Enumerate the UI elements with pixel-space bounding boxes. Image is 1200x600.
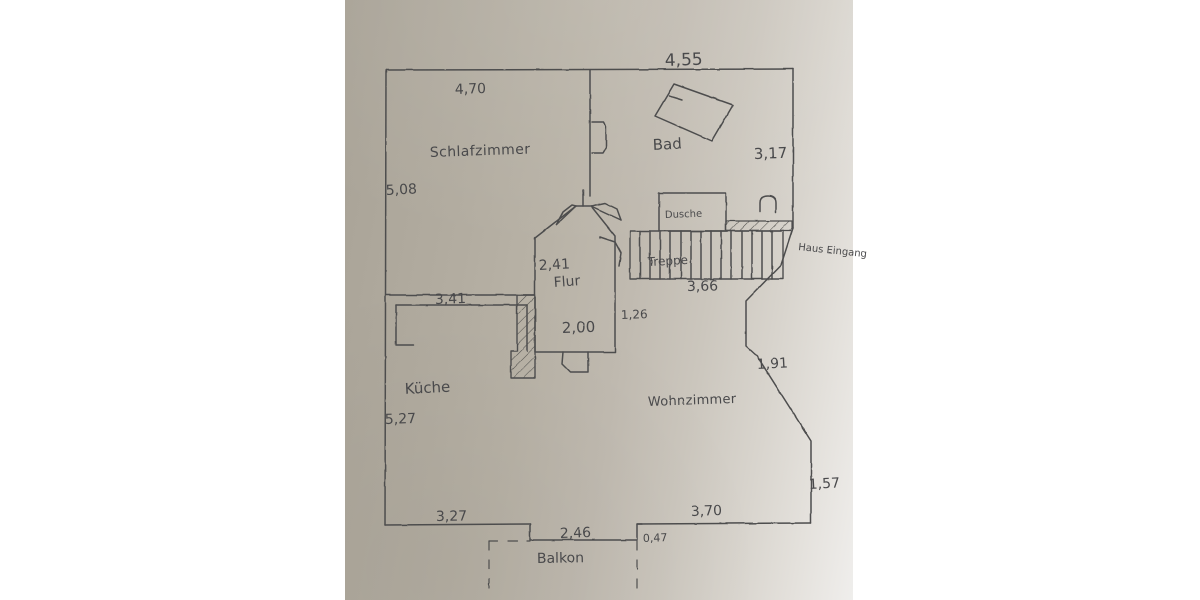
dimension-kueche-width: 3,41: [435, 291, 467, 308]
wall-exterior-bottom-right: [636, 522, 812, 525]
room-label-bad: Bad: [652, 135, 682, 154]
room-label-balkon: Balkon: [537, 550, 584, 567]
dimension-bad-width: 4,55: [664, 50, 703, 71]
room-label-wohnzimmer: Wohnzimmer: [648, 392, 737, 410]
room-label-flur: Flur: [553, 273, 581, 291]
dimension-flur-right: 1,26: [621, 307, 648, 322]
wall-column-hatch: [510, 294, 536, 379]
paper-sheet: [345, 0, 853, 600]
label-haus-eingang: Haus Eingang: [798, 242, 868, 260]
dimension-wohnzimmer-angle-1: 1,91: [756, 355, 788, 373]
dimension-step-right: 0,47: [643, 531, 668, 545]
wall-angled-wohnzimmer: [745, 227, 812, 524]
room-label-dusche: Dusche: [665, 209, 703, 221]
dimension-bottom-left: 3,27: [436, 508, 467, 525]
door-flur-south: [561, 351, 589, 373]
stairs-treppe: [629, 230, 784, 280]
dimension-flur-height: 2,41: [538, 256, 570, 274]
wall-exterior-bottom-left: [384, 523, 531, 526]
dimension-treppe-width: 3,66: [687, 278, 719, 295]
entrance-threshold-hatch: [725, 220, 793, 232]
dimension-bad-height: 3,17: [754, 144, 788, 163]
room-label-treppe: Treppe: [646, 253, 688, 269]
dimension-wohnzimmer-bottom: 3,70: [691, 503, 723, 520]
balkon-outline: [488, 540, 638, 596]
wall-exterior-left: [384, 69, 387, 526]
dimension-flur-width: 2,00: [562, 318, 596, 337]
toilet-icon: [759, 195, 777, 213]
door-schlafzimmer: [591, 121, 607, 154]
door-flur-north-east: [590, 202, 622, 221]
dimension-schlafzimmer-width: 4,70: [455, 81, 487, 98]
room-label-kueche: Küche: [404, 378, 450, 398]
door-flur-east: [599, 236, 622, 267]
wall-kitchen-inset: [395, 304, 528, 352]
room-label-schlafzimmer: Schlafzimmer: [430, 141, 531, 160]
dimension-wohnzimmer-angle-2: 1,57: [808, 475, 840, 493]
bathtub-icon: [654, 83, 734, 142]
dimension-kueche-height: 5,27: [385, 411, 417, 428]
door-flur-north-west: [555, 204, 577, 226]
dimension-schlafzimmer-height: 5,08: [385, 181, 417, 199]
dimension-balkon-width: 2,46: [560, 525, 592, 542]
